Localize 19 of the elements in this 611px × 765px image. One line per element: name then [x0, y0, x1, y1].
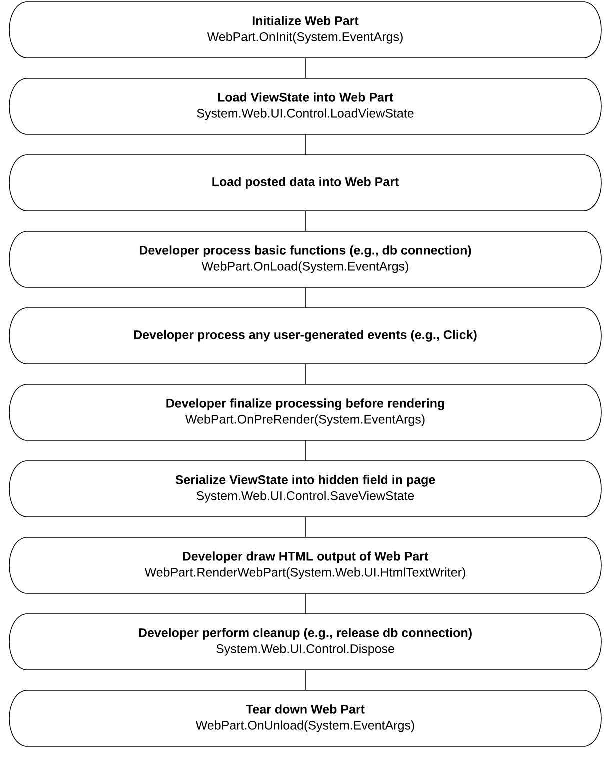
process-box: Tear down Web Part WebPart.OnUnload(System.EventArgs)	[9, 690, 602, 747]
connector-line	[305, 364, 306, 385]
process-box: Developer process any user-generated events (e.g., Click)	[9, 308, 602, 364]
process-box: Developer draw HTML output of Web Part WebPart.RenderWebPart(System.Web.UI.HtmlTextWriter)	[9, 537, 602, 594]
process-box: Serialize ViewState into hidden field in page System.Web.UI.Control.SaveViewState	[9, 460, 602, 518]
process-box: Load posted data into Web Part	[9, 154, 602, 212]
process-box: Developer perform cleanup (e.g., release db connection) System.Web.UI.Control.Dispose	[9, 614, 602, 670]
connector-line	[305, 210, 306, 232]
connector-line	[305, 287, 306, 308]
process-box: Developer process basic functions (e.g., db connection) WebPart.OnLoad(System.EventArgs)	[9, 231, 602, 288]
connector-line	[305, 593, 306, 614]
process-box: Developer finalize processing before rendering WebPart.OnPreRender(System.EventArgs)	[9, 384, 602, 441]
connector-line	[305, 670, 306, 691]
process-box: Load ViewState into Web Part System.Web.UI.Control.LoadViewState	[9, 78, 602, 135]
connector-line	[305, 440, 306, 462]
connector-line	[305, 58, 306, 79]
connector-line	[305, 516, 306, 538]
process-box: Initialize Web Part WebPart.OnInit(System.EventArgs)	[9, 2, 602, 58]
connector-line	[305, 134, 306, 156]
